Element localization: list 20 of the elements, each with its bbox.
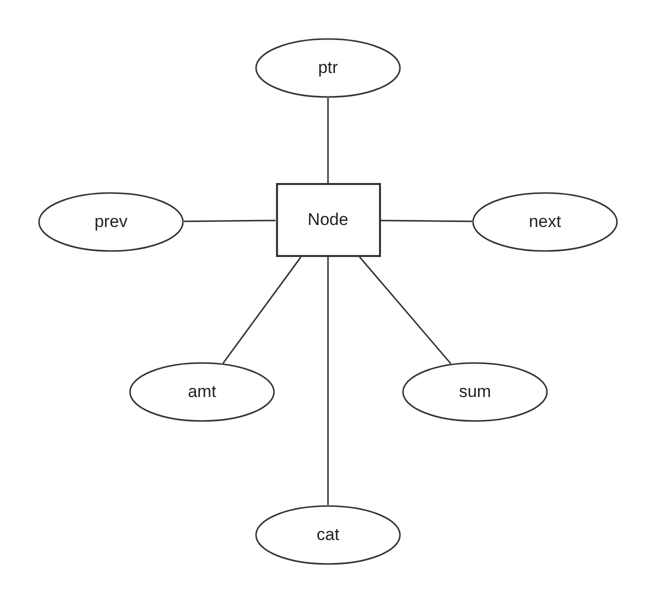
node-label: prev [94, 211, 128, 234]
connector-line [184, 220, 276, 222]
connector-line [222, 256, 302, 364]
node-label: sum [458, 381, 492, 404]
entity-box [276, 183, 380, 257]
attribute-ellipse [255, 38, 401, 98]
node-label: cat [316, 524, 340, 546]
node-label: amt [188, 381, 216, 404]
attribute-ellipse [38, 192, 184, 252]
node-label: next [528, 211, 562, 234]
connector-line [359, 256, 452, 364]
connector-line [327, 98, 329, 183]
node-label: Node [308, 209, 348, 232]
attribute-ellipse [402, 362, 548, 422]
attribute-ellipse [472, 192, 618, 252]
connector-line [327, 257, 329, 505]
connector-line [380, 220, 472, 222]
node-label: ptr [318, 57, 338, 80]
attribute-ellipse [255, 505, 401, 565]
attribute-ellipse [129, 362, 275, 422]
